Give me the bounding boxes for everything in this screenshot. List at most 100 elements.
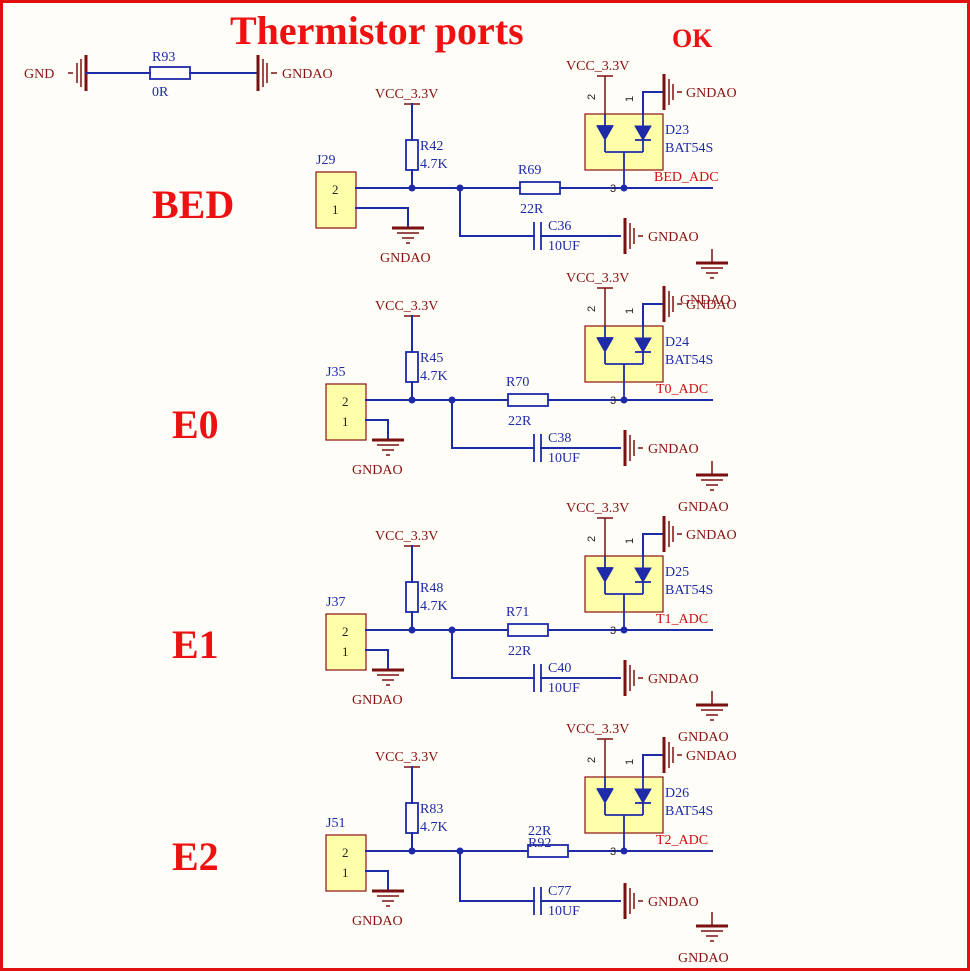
junction-dot [408, 184, 416, 192]
pullup-ref: R48 [420, 581, 443, 596]
status-ok-label: OK [672, 24, 713, 53]
pullup-ref: R45 [420, 351, 443, 366]
ground-symbol-icon [372, 668, 404, 686]
ground-symbol-icon [372, 889, 404, 907]
cap-gnd-net: GNDAO [648, 895, 699, 910]
series-value: 22R [508, 644, 532, 659]
cap-value: 10UF [548, 451, 580, 466]
diode-gnd-net-extra: GNDAO [680, 293, 731, 308]
ground-symbol-icon [696, 461, 728, 491]
diode-pin1: 1 [624, 538, 636, 544]
ground-symbol-icon [696, 691, 728, 721]
connector-j51 [325, 834, 367, 892]
pullup-net: VCC_3.3V [375, 87, 438, 102]
ground-symbol-left-icon [68, 55, 88, 91]
bridge-right-net: GNDAO [282, 67, 333, 82]
channel-label: BED [152, 182, 234, 227]
ground-symbol-icon [623, 660, 643, 696]
diode-ref: D24 [665, 335, 689, 350]
ground-symbol-right-icon [256, 55, 277, 91]
connector-ref: J29 [316, 153, 335, 168]
connector-pin1: 1 [342, 414, 349, 429]
gnd-bridge: GND R93 0R GNDAO [24, 50, 333, 100]
channel-label: E2 [172, 834, 219, 879]
bottom-gnd-net: GNDAO [678, 951, 729, 966]
diode-pin2: 2 [586, 757, 598, 763]
connector-pin1: 1 [332, 202, 339, 217]
series-value: 22R [520, 202, 544, 217]
pullup-value: 4.7K [420, 369, 448, 384]
channel-label: E1 [172, 622, 219, 667]
resistor-r45 [405, 351, 419, 383]
connector-pin2: 2 [342, 394, 349, 409]
cap-ref: C36 [548, 219, 571, 234]
diode-pin1: 1 [624, 308, 636, 314]
ground-symbol-icon [662, 74, 682, 110]
ground-symbol-icon [662, 737, 682, 773]
connector-gnd-net: GNDAO [380, 251, 431, 266]
ground-symbol-icon [662, 516, 682, 552]
diode-gnd-net: GNDAO [686, 298, 737, 313]
diode-pin3: 3 [610, 183, 616, 195]
junction-dot [408, 396, 416, 404]
ground-symbol-icon [696, 912, 728, 942]
resistor-r69 [519, 181, 561, 195]
bottom-gnd-net: GNDAO [678, 730, 729, 745]
diode-vcc-net: VCC_3.3V [566, 722, 629, 737]
cap-gnd-net: GNDAO [648, 672, 699, 687]
ground-symbol-icon [392, 226, 424, 244]
diode-pin3: 3 [610, 625, 616, 637]
diode-pin1: 1 [624, 759, 636, 765]
cap-gnd-net: GNDAO [648, 442, 699, 457]
diode-vcc-net: VCC_3.3V [566, 271, 629, 286]
bridge-left-net: GND [24, 67, 54, 82]
ground-symbol-icon [623, 218, 643, 254]
diode-part: BAT54S [665, 141, 713, 156]
connector-gnd-net: GNDAO [352, 463, 403, 478]
ground-symbol-icon [696, 249, 728, 279]
adc-net-label: T2_ADC [656, 833, 708, 848]
cap-ref: C38 [548, 431, 571, 446]
resistor-r83 [405, 802, 419, 834]
connector-gnd-net: GNDAO [352, 914, 403, 929]
cap-value: 10UF [548, 239, 580, 254]
diode-ref: D26 [665, 786, 689, 801]
diode-gnd-net: GNDAO [686, 528, 737, 543]
connector-pin2: 2 [342, 624, 349, 639]
pullup-net: VCC_3.3V [375, 299, 438, 314]
diode-pin2: 2 [586, 536, 598, 542]
pullup-ref: R83 [420, 802, 443, 817]
resistor-r71 [507, 623, 549, 637]
pullup-net: VCC_3.3V [375, 529, 438, 544]
adc-net-label: BED_ADC [654, 170, 719, 185]
pullup-value: 4.7K [420, 820, 448, 835]
diode-ref: D25 [665, 565, 689, 580]
diode-gnd-net: GNDAO [686, 86, 737, 101]
junction-dot [408, 847, 416, 855]
diode-pin2: 2 [586, 94, 598, 100]
r93-value: 0R [152, 85, 169, 100]
connector-j29 [315, 171, 357, 229]
series-ref: R70 [506, 375, 529, 390]
diode-part: BAT54S [665, 583, 713, 598]
cap-ref: C40 [548, 661, 571, 676]
connector-pin2: 2 [342, 845, 349, 860]
page-title: Thermistor ports [230, 8, 524, 53]
pullup-net: VCC_3.3V [375, 750, 438, 765]
pullup-value: 4.7K [420, 157, 448, 172]
diode-gnd-net: GNDAO [686, 749, 737, 764]
series-ref: R69 [518, 163, 541, 178]
diode-part: BAT54S [665, 804, 713, 819]
resistor-r48 [405, 581, 419, 613]
cap-gnd-net: GNDAO [648, 230, 699, 245]
pullup-value: 4.7K [420, 599, 448, 614]
adc-net-label: T1_ADC [656, 612, 708, 627]
connector-j37 [325, 613, 367, 671]
connector-ref: J37 [326, 595, 345, 610]
pullup-ref: R42 [420, 139, 443, 154]
